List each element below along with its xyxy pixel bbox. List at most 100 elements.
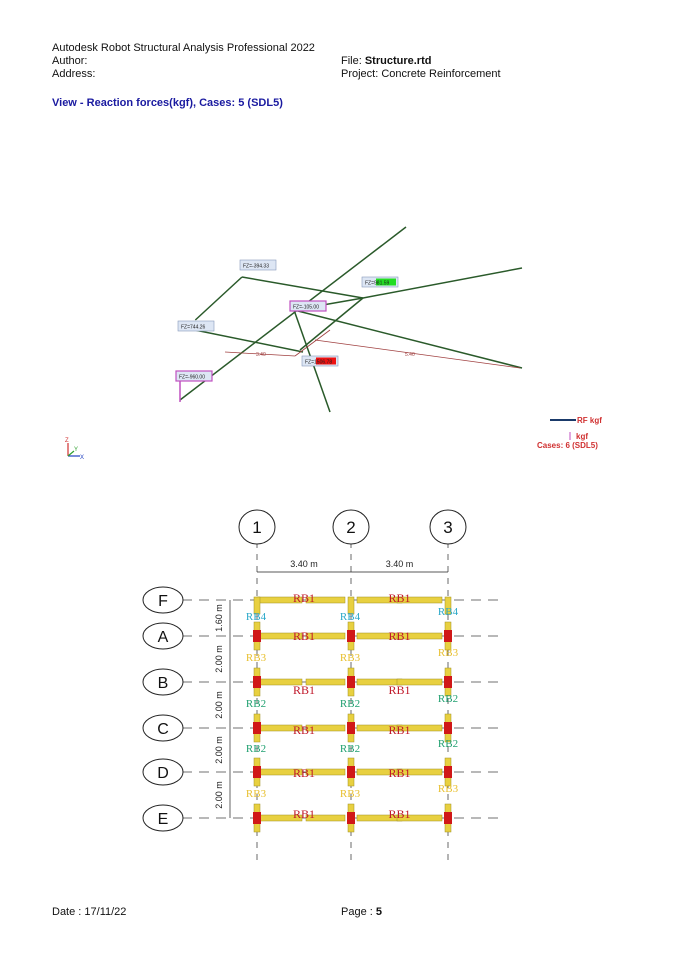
beam-plan xyxy=(396,632,443,640)
legend-unit: kgf xyxy=(576,432,588,441)
beam-label-vertical: RB3 xyxy=(340,788,361,800)
beam-3d xyxy=(362,267,523,299)
beam-label-rb1: RB1 xyxy=(293,723,315,737)
row-bubble xyxy=(142,714,184,742)
beam-plan xyxy=(347,596,355,615)
footer-date: Date : 17/11/22 xyxy=(52,906,126,918)
beam-label-rb1: RB1 xyxy=(388,683,410,697)
reaction-highlight xyxy=(376,278,396,286)
column-label: 1 xyxy=(252,518,261,537)
reaction-label-box xyxy=(175,370,213,382)
beam-plan xyxy=(396,768,443,776)
date-label: Date : xyxy=(52,906,85,918)
beam-label-vertical: RB3 xyxy=(438,783,459,795)
reaction-label: FZ=1506.78 xyxy=(305,360,332,366)
column-plan xyxy=(253,676,261,688)
row-dimension: 2.00 m xyxy=(214,781,224,809)
reaction-highlight xyxy=(316,357,336,365)
beam-label-rb1: RB1 xyxy=(388,766,410,780)
column-bubble xyxy=(332,509,370,545)
beam-3d xyxy=(194,276,243,321)
beam-label-rb1: RB1 xyxy=(388,629,410,643)
beam-plan xyxy=(305,678,346,686)
beam-3d xyxy=(241,276,364,299)
beam-3d xyxy=(179,226,407,401)
reaction-label-box xyxy=(239,259,277,271)
beam-label-vertical: RB4 xyxy=(340,611,361,623)
column-bubble xyxy=(429,509,467,545)
row-label: C xyxy=(157,721,169,738)
beam-plan xyxy=(444,596,452,615)
row-label: F xyxy=(158,593,168,610)
beam-plan xyxy=(305,814,346,822)
column-plan xyxy=(253,766,261,778)
beam-label-vertical: RB2 xyxy=(340,698,360,710)
column-label: 3 xyxy=(443,518,452,537)
view-title: View - Reaction forces(kgf), Cases: 5 (S… xyxy=(52,97,283,109)
column-plan xyxy=(444,722,452,734)
column-plan xyxy=(253,630,261,642)
column-plan xyxy=(444,766,452,778)
row-bubble xyxy=(142,586,184,614)
row-label: E xyxy=(158,811,169,828)
author-label: Author: xyxy=(52,55,88,67)
beam-label-rb1: RB1 xyxy=(293,629,315,643)
beam-label-rb1: RB1 xyxy=(388,591,410,605)
reaction-label-box xyxy=(289,300,327,312)
page-label: Page : xyxy=(341,906,376,918)
beam-label-vertical: RB4 xyxy=(438,606,459,618)
column-dimension: 3.40 m xyxy=(386,559,414,569)
beam-label-vertical: RB4 xyxy=(246,611,267,623)
reaction-label: FZ=-960.00 xyxy=(179,375,205,381)
beam-label-rb1: RB1 xyxy=(293,591,315,605)
row-dimension: 2.00 m xyxy=(214,736,224,764)
row-bubble xyxy=(142,758,184,786)
beam-label-vertical: RB3 xyxy=(246,652,267,664)
beam-label-rb1: RB1 xyxy=(293,766,315,780)
beam-plan xyxy=(253,596,261,615)
column-plan xyxy=(347,722,355,734)
page-number: 5 xyxy=(375,906,382,918)
column-plan xyxy=(444,812,452,824)
dimension-line xyxy=(294,329,331,357)
y-axis-icon xyxy=(67,450,75,457)
x-axis-label: X xyxy=(80,455,84,461)
row-label: A xyxy=(158,629,169,646)
column-plan xyxy=(253,722,261,734)
reaction-label: FZ=744.26 xyxy=(181,325,206,331)
beam-plan xyxy=(305,768,346,776)
reaction-label: FZ=981.59 xyxy=(365,281,390,287)
row-label: D xyxy=(157,765,169,782)
row-bubble xyxy=(142,622,184,650)
column-bubble xyxy=(238,509,276,545)
beam-label-vertical: RB2 xyxy=(438,693,458,705)
beam-plan xyxy=(305,596,346,604)
beam-plan xyxy=(305,632,346,640)
beam-label-vertical: RB2 xyxy=(340,743,360,755)
y-axis-label: Y xyxy=(74,447,78,453)
app-name: Autodesk Robot Structural Analysis Profe… xyxy=(52,42,315,54)
beam-plan xyxy=(396,724,443,732)
beam-plan xyxy=(396,678,443,686)
dimension-label: 3.40 xyxy=(256,352,266,358)
row-bubble xyxy=(142,804,184,832)
column-plan xyxy=(347,766,355,778)
beam-3d xyxy=(299,297,364,351)
beam-plan xyxy=(396,814,443,822)
file-field: File: Structure.rtd xyxy=(341,55,431,67)
row-dimension: 1.60 m xyxy=(214,604,224,632)
footer-page: Page : 5 xyxy=(341,906,382,918)
beam-label-rb1: RB1 xyxy=(293,807,315,821)
beam-label-vertical: RB2 xyxy=(438,738,458,750)
project-name: Concrete Reinforcement xyxy=(381,68,501,80)
file-name: Structure.rtd xyxy=(364,55,432,67)
row-bubble xyxy=(142,668,184,696)
project-label: Project: xyxy=(341,68,379,80)
column-plan xyxy=(444,676,452,688)
beam-plan xyxy=(396,596,443,604)
column-label: 2 xyxy=(346,518,355,537)
reaction-label: FZ=-105.00 xyxy=(293,305,319,311)
file-label: File: xyxy=(341,55,362,67)
